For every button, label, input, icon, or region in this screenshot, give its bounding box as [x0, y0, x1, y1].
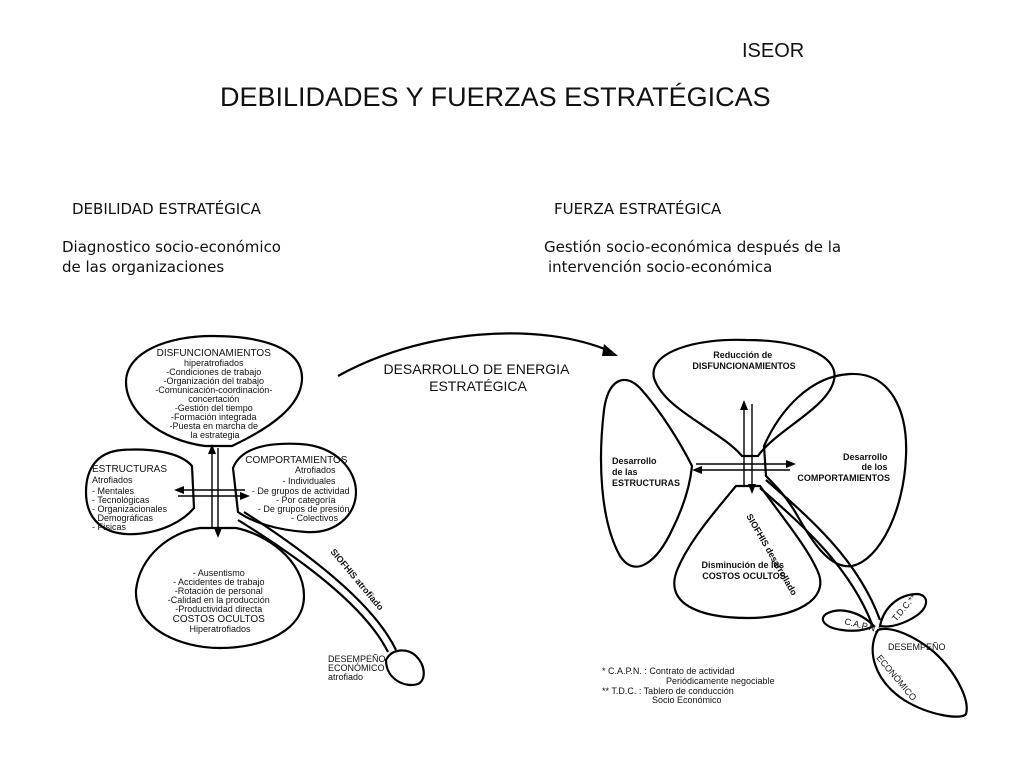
right-top-petal	[652, 338, 836, 458]
left-stem	[243, 511, 397, 651]
left-sub-1: Diagnostico socio-económico	[62, 238, 281, 256]
page-title: DEBILIDADES Y FUERZAS ESTRATÉGICAS	[220, 82, 771, 112]
right-sub-2: intervención socio-económica	[548, 258, 772, 276]
energy-label: DESARROLLO DE ENERGIA ESTRATÉGICA	[383, 361, 572, 394]
left-leaf	[384, 649, 425, 687]
left-bottom-petal-text: - Ausentismo - Accidentes de trabajo -Ro…	[168, 568, 273, 634]
right-right-petal	[762, 372, 908, 568]
left-stem-inner	[237, 519, 389, 653]
right-heading: FUERZA ESTRATÉGICA	[554, 199, 722, 218]
footnote-tdc: ** T.D.C. : Tablero de conducción	[602, 686, 734, 696]
right-top-petal-text: Reducción de DISFUNCIONAMIENTOS	[692, 350, 795, 371]
right-left-petal-text: Desarrollo de las ESTRUCTURAS	[612, 456, 680, 488]
brand-iseor: ISEOR	[742, 40, 804, 62]
right-leaf-desempeno	[871, 627, 968, 718]
left-arrow-down-icon	[214, 528, 222, 538]
right-stem-inner	[759, 487, 874, 625]
left-left-petal-text: ESTRUCTURAS Atrofiados - Mentales - Tecn…	[92, 464, 170, 532]
right-bottom-petal-text: Disminución de los COSTOS OCULTOS	[701, 560, 786, 581]
right-arrow-left-icon	[692, 466, 702, 474]
right-leaf-capn-label: C.A.P.N.*	[844, 616, 883, 635]
right-right-petal-text: Desarrollo de los COMPORTAMIENTOS	[797, 452, 890, 483]
left-right-petal-text: COMPORTAMIENTOS Atrofiados - Individuale…	[245, 455, 352, 523]
left-arrow-up-icon	[208, 444, 216, 454]
footnote-tdc-2: Socio Económico	[652, 695, 722, 705]
right-leaf-capn	[821, 609, 876, 632]
right-leaf-desempeno-label: DESEMPEÑO	[888, 642, 946, 652]
left-left-petal	[84, 448, 196, 536]
right-flower: Reducción de DISFUNCIONAMIENTOS Desarrol…	[599, 338, 968, 718]
left-arrow-left-icon	[174, 486, 184, 494]
left-bottom-petal	[134, 526, 306, 650]
left-right-petal	[231, 442, 358, 534]
left-heading: DEBILIDAD ESTRATÉGICA	[72, 199, 262, 218]
left-top-petal	[124, 334, 304, 448]
footnote-capn-2: Periódicamente negociable	[666, 676, 775, 686]
energy-arrow	[337, 332, 613, 377]
right-arrow-right-icon	[786, 460, 796, 468]
right-arrow-down-icon	[748, 484, 756, 494]
right-stem	[765, 479, 882, 621]
right-arrow-up-icon	[740, 400, 748, 410]
left-sub-2: de las organizaciones	[62, 258, 224, 276]
left-leaf-label: DESEMPEÑO ECONÓMICO atrofiado	[328, 654, 388, 682]
left-arrow-right-icon	[240, 492, 250, 500]
right-bottom-petal	[673, 484, 822, 620]
energy-arrowhead-icon	[602, 344, 618, 356]
right-sub-1: Gestión socio-económica después de la	[544, 238, 841, 256]
right-leaf-tdc	[878, 592, 928, 628]
right-left-petal	[599, 378, 694, 568]
footnote-capn: * C.A.P.N. : Contrato de actividad	[602, 666, 734, 676]
left-top-petal-text: DISFUNCIONAMIENTOS hiperatrofiados -Cond…	[155, 348, 275, 440]
right-stem-label: SIOFHIS desarrollado	[744, 512, 799, 598]
left-flower: DISFUNCIONAMIENTOS hiperatrofiados -Cond…	[84, 334, 425, 687]
